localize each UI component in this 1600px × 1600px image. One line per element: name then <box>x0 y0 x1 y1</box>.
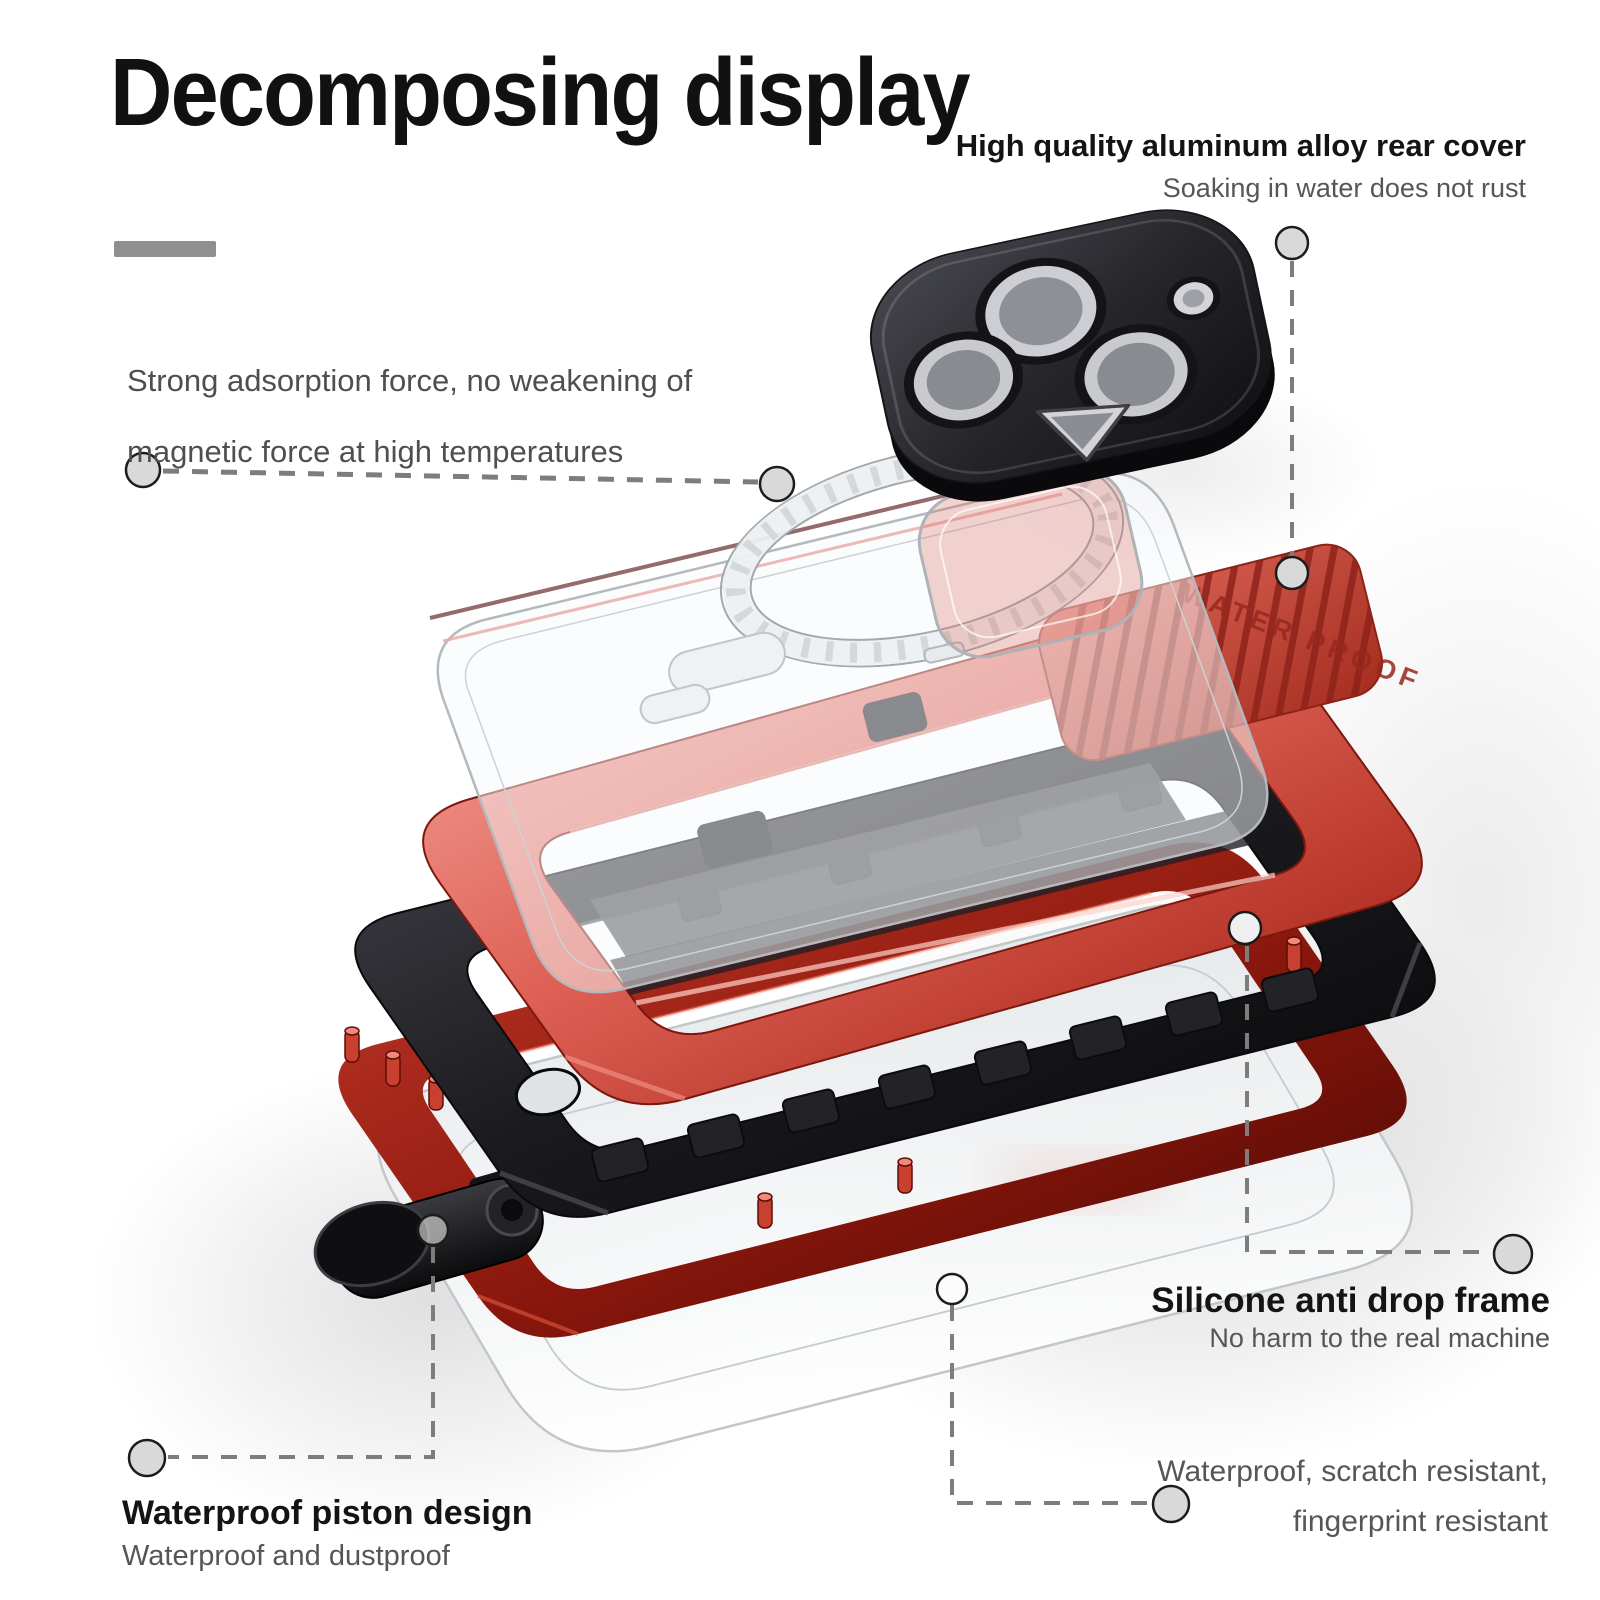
lens-hole-right <box>1074 324 1198 425</box>
rear-cover-title: High quality aluminum alloy rear cover <box>955 128 1526 163</box>
lens-hole-left <box>903 331 1023 429</box>
screen-line2: fingerprint resistant <box>1292 1505 1548 1538</box>
leader-lines <box>162 261 1490 1505</box>
page-title: Decomposing display <box>110 39 971 146</box>
triangle-notch <box>1035 403 1131 462</box>
leader-line-piston <box>168 1247 435 1459</box>
port-cutout <box>514 1067 582 1117</box>
title-underline <box>114 241 216 257</box>
camera-cover-plate <box>869 209 1275 502</box>
rear-cover-subtitle: Soaking in water does not rust <box>1162 173 1526 203</box>
annotation-silicone: Silicone anti drop frame No harm to the … <box>1151 1281 1550 1354</box>
dot-magnet-target <box>758 465 796 503</box>
dot-silicone-target <box>1227 910 1263 946</box>
dot-rear-target <box>1274 555 1310 591</box>
flash-hole <box>1166 276 1221 321</box>
leader-dots <box>124 225 1534 1524</box>
dot-screen-target <box>935 1272 969 1306</box>
silicone-title: Silicone anti drop frame <box>1151 1281 1550 1320</box>
dot-screen-outer <box>1151 1484 1191 1524</box>
annotation-magnet: Strong adsorption force, no weakening of… <box>127 345 692 487</box>
dot-magnet-outer <box>124 451 162 489</box>
clear-back-panel <box>429 444 1269 994</box>
piston-title: Waterproof piston design <box>122 1494 533 1532</box>
magnet-line2: magnetic force at high temperatures <box>127 434 624 469</box>
dot-rear-outer <box>1274 225 1310 261</box>
piston-subtitle: Waterproof and dustproof <box>122 1540 450 1572</box>
leader-line-silicone <box>1245 946 1490 1254</box>
annotation-piston: Waterproof piston design Waterproof and … <box>122 1494 533 1573</box>
annotation-screen: Waterproof, scratch resistant, fingerpri… <box>1157 1447 1548 1547</box>
silicone-teeth <box>590 967 1320 1183</box>
dot-silicone-outer <box>1492 1233 1534 1275</box>
lens-hole-main <box>975 257 1107 365</box>
magnet-line1: Strong adsorption force, no weakening of <box>127 363 693 398</box>
leader-line-magnet <box>162 468 759 485</box>
dot-piston-outer <box>127 1438 167 1478</box>
screen-line1: Waterproof, scratch resistant, <box>1157 1455 1548 1488</box>
leader-line-screen <box>950 1305 1150 1505</box>
annotation-rear-cover: High quality aluminum alloy rear cover S… <box>956 128 1526 204</box>
dot-piston-target <box>416 1213 450 1247</box>
silicone-subtitle: No harm to the real machine <box>1209 1323 1550 1353</box>
side-buttons <box>639 631 786 725</box>
